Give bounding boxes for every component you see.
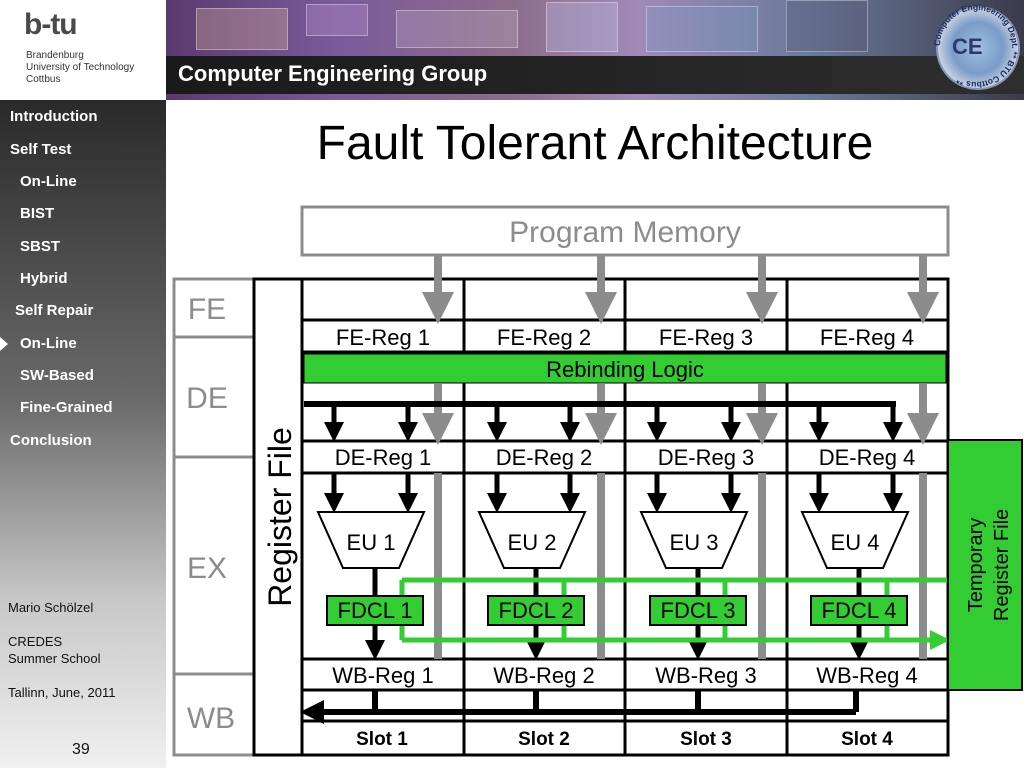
slot-4-label: Slot 4 [841,729,893,750]
fe-reg-4: FE-Reg 4 [820,325,914,350]
sidebar-item-sw-based[interactable]: SW-Based [20,367,94,384]
sidebar-item-self-repair[interactable]: Self Repair [15,302,94,319]
group-title: Computer Engineering Group [178,61,488,86]
event-name-line-1: CREDES [8,634,63,649]
fdcl-1-label: FDCL 1 [338,598,413,623]
fdcl-4-label: FDCL 4 [822,598,897,623]
eu-1-trapezoid [316,511,426,569]
header-title-bar [166,56,1024,94]
register-file-label: Register File [262,427,298,607]
btu-logo: b-tu [24,8,78,41]
de-reg-2: DE-Reg 2 [496,445,593,470]
temporary-register-file-line-1: Temporary [965,518,987,612]
place-date: Tallinn, June, 2011 [8,685,116,700]
university-line-1: Brandenburg [26,50,84,61]
wb-reg-1: WB-Reg 1 [332,663,433,688]
eu-3-label: EU 3 [670,530,719,555]
temporary-register-file-box [947,439,1023,691]
wb-reg-4: WB-Reg 4 [816,663,917,688]
fdcl-3-label: FDCL 3 [661,598,736,623]
stage-column [172,277,256,757]
department-seal-text: CE [952,34,983,59]
program-memory-box [300,205,950,257]
de-reg-4: DE-Reg 4 [819,445,916,470]
de-reg-1: DE-Reg 1 [335,445,432,470]
fdcl-2-box [487,595,585,626]
fe-reg-1: FE-Reg 1 [336,325,430,350]
department-seal [936,6,1020,90]
sidebar-item-hybrid[interactable]: Hybrid [20,270,68,287]
eu-4-label: EU 4 [831,530,880,555]
active-item-arrow-icon [0,337,8,351]
rebinding-logic-box [303,353,947,384]
fdcl-2-label: FDCL 2 [499,598,574,623]
fe-reg-3: FE-Reg 3 [659,325,753,350]
wb-reg-3: WB-Reg 3 [655,663,756,688]
fdcl-1-box [326,595,424,626]
fe-reg-2: FE-Reg 2 [497,325,591,350]
university-line-2: University of Technology [26,62,135,73]
page-number: 39 [72,741,90,758]
fdcl-3-box [649,595,747,626]
program-memory-label: Program Memory [509,216,741,249]
eu-2-label: EU 2 [508,530,557,555]
logo-area: b-tu Brandenburg University of Technolog… [0,0,166,100]
slide-title: Fault Tolerant Architecture [316,117,874,170]
stage-label-wb: WB [187,702,235,735]
sidebar-item-bist[interactable]: BIST [20,205,55,222]
rebinding-logic-label: Rebinding Logic [546,357,704,382]
fdcl-4-box [810,595,908,626]
sidebar-item-on-line-repair[interactable]: On-Line [20,335,77,352]
event-name-line-2: Summer School [8,651,101,666]
sidebar-item-conclusion[interactable]: Conclusion [10,432,92,449]
sidebar [0,100,166,768]
de-reg-3: DE-Reg 3 [658,445,755,470]
eu-3-trapezoid [639,511,749,569]
sidebar-item-introduction[interactable]: Introduction [10,108,98,125]
slot-2-label: Slot 2 [518,729,570,750]
university-name: Brandenburg University of Technology Cot… [26,50,134,86]
sidebar-item-sbst[interactable]: SBST [20,238,61,255]
university-line-3: Cottbus [26,74,61,85]
department-seal-ring: Computer Engineering Dept. ** BTU Cottbu… [932,2,1020,90]
sidebar-item-fine-grained[interactable]: Fine-Grained [20,399,113,416]
stage-label-ex: EX [187,552,227,585]
temporary-register-file-line-2: Register File [991,509,1013,621]
stage-label-fe: FE [188,293,226,326]
author-name: Mario Schölzel [8,600,94,615]
eu-2-trapezoid [477,511,587,569]
eu-4-trapezoid [800,511,910,569]
slot-3-label: Slot 3 [680,729,732,750]
sidebar-item-on-line-test[interactable]: On-Line [20,173,77,190]
slot-1-label: Slot 1 [356,729,408,750]
eu-1-label: EU 1 [347,530,396,555]
sidebar-item-self-test[interactable]: Self Test [10,141,72,158]
stage-label-de: DE [186,382,228,415]
writeback-bus [300,690,859,724]
wb-reg-2: WB-Reg 2 [493,663,594,688]
